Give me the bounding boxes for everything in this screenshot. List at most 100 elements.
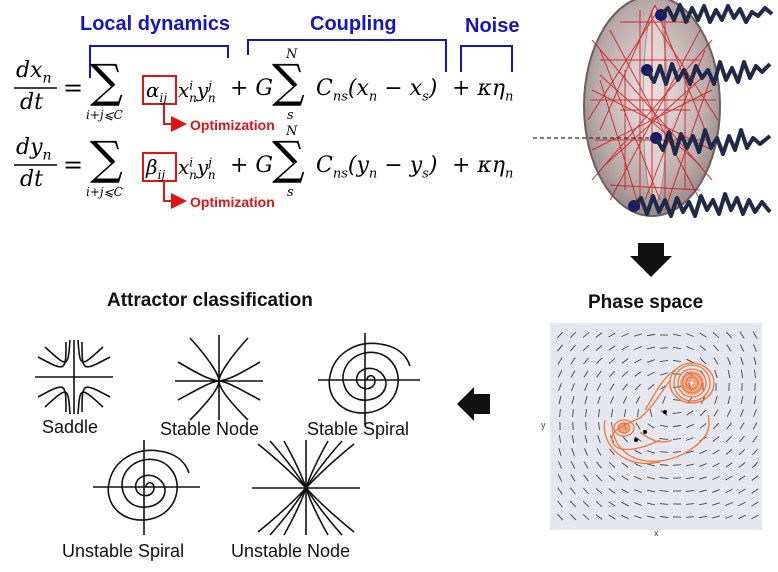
vector-field-arrow [659,503,669,505]
vector-field-arrow [595,514,603,520]
vector-field-arrow [623,408,627,418]
vector-field-arrow [595,501,603,507]
vector-field-arrow [634,358,642,364]
stable-node-icon [175,335,263,421]
vector-field-arrow [647,384,655,390]
vector-field-arrow [751,514,759,520]
vector-field-arrow [725,435,733,443]
vector-field-arrow [585,421,587,431]
vector-field-arrow [726,409,732,417]
vector-field-arrow [738,488,746,494]
down-arrow [630,243,672,277]
vector-field-arrow [582,344,590,352]
vector-field-arrow [739,435,745,443]
vector-field-arrow [725,502,733,506]
vector-field-arrow [635,422,641,430]
bracket-coupling [247,39,447,72]
vector-field-arrow [672,451,682,453]
vector-field-arrow [686,410,694,416]
vector-field-arrow [672,346,682,350]
vector-field-arrow [713,344,719,352]
vector-field-arrow [751,501,759,507]
vector-field-arrow [712,515,720,519]
vector-field-arrow [699,463,707,467]
vector-field-arrow [608,501,616,507]
bracket-noise [460,45,513,72]
vector-field-arrow [739,344,745,352]
vector-field-arrow [556,331,564,339]
vector-field-arrow [752,435,758,443]
vector-field-arrow [739,331,745,339]
vector-field-arrow [685,490,695,492]
vector-field-arrow [570,461,576,469]
vector-field-arrow [621,514,629,520]
vector-field-arrow [595,487,603,495]
vector-field-arrow [713,357,719,365]
vector-field-arrow [699,489,707,493]
vector-field-arrow [583,461,589,469]
vector-field-arrow [598,421,600,431]
vector-field-arrow [622,435,628,443]
vector-field-arrow [634,462,642,468]
attractor-label-stable-node: Stable Node [160,419,260,439]
vector-field-arrow [754,369,756,379]
vector-field-arrow [753,357,757,365]
vector-field-arrow [609,370,615,378]
beta-box [142,152,177,182]
vector-field-arrow [608,475,616,481]
header-coupling: Coupling [310,13,397,35]
vector-field-arrow [685,476,695,480]
vector-field-arrow [712,462,720,468]
vector-field-arrow [672,438,682,440]
vector-field-arrow [608,461,616,469]
vector-field-arrow [583,474,589,482]
vector-field-arrow [712,449,720,455]
vector-field-arrow [595,474,603,482]
vector-field-arrow [571,383,575,391]
vector-field-arrow [672,464,682,466]
vector-field-arrow [672,411,682,415]
vector-field-arrow [738,448,746,456]
vector-field-arrow [621,488,629,494]
vector-field-arrow [752,331,758,339]
phase-space-title: Phase space [588,292,704,313]
vector-field-arrow [672,424,682,428]
attractor-label-stable-spiral: Stable Spiral [307,419,410,439]
vector-field-arrow [570,500,576,508]
vector-field-arrow [583,357,589,365]
vector-field-arrow [660,372,668,376]
vector-field-arrow [725,515,733,519]
vector-field-arrow [712,331,720,339]
vector-field-arrow [595,357,603,365]
vector-field-arrow [597,435,601,443]
attractor-classification-title: Attractor classification [107,290,313,311]
vector-field-arrow [596,461,602,469]
vector-field-arrow [647,450,655,454]
vector-field-arrow [569,331,577,339]
vector-field-arrow [634,333,642,337]
vector-field-arrow [646,333,656,337]
vector-field-arrow [753,395,757,405]
vector-field-arrow [672,360,682,362]
vector-field-arrow [726,331,732,339]
vector-field-arrow [621,345,629,351]
vector-field-arrow [634,449,642,455]
saddle-icon [35,339,113,415]
vector-field-arrow [740,369,744,379]
optimization-label-2: Optimization [190,194,275,210]
vector-field-arrow [739,422,745,430]
vector-field-arrow [686,423,694,429]
vector-field-arrow [597,396,601,404]
phase-y-mark: y [541,420,546,430]
vector-field-arrow [558,396,562,404]
vector-field-arrow [751,475,759,481]
attractor-label-saddle: Saddle [42,417,99,437]
vector-field-arrow [659,490,669,492]
vector-field-arrow [596,383,602,391]
vector-field-arrow [569,513,577,521]
vector-field-arrow [634,515,642,519]
vector-field-arrow [570,357,576,365]
vector-field-arrow [712,436,720,442]
vector-field-arrow [714,396,718,404]
vector-field-arrow [595,345,603,351]
